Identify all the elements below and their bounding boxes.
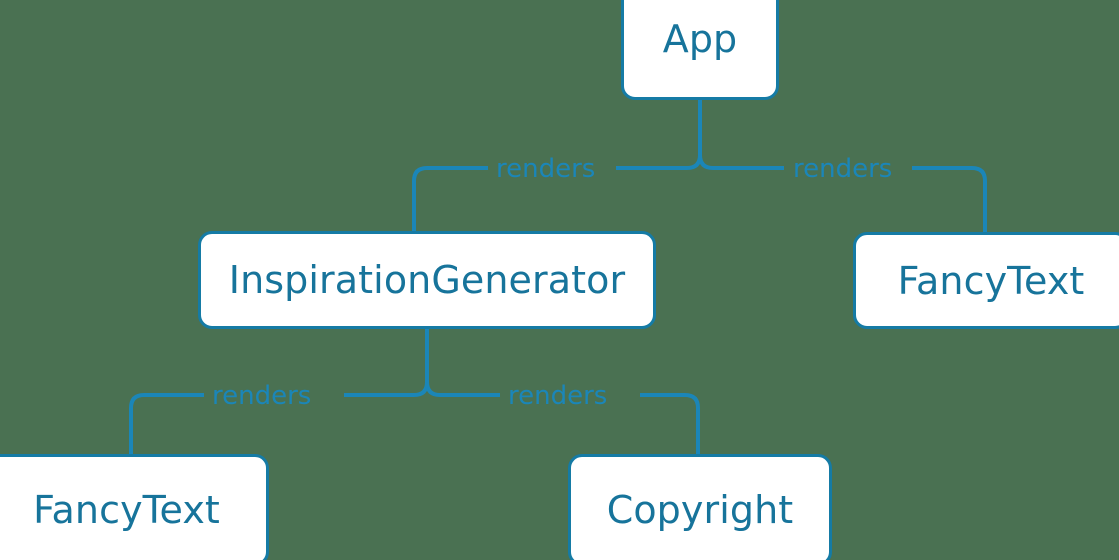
edge-label-inspirationgenerator-to-fancytext-left: renders [212, 381, 312, 411]
node-app-label: App [662, 17, 738, 61]
node-copyright-label: Copyright [606, 488, 794, 532]
node-inspirationgenerator[interactable]: InspirationGenerator [198, 231, 656, 329]
edge-label-app-to-inspirationgenerator: renders [496, 154, 596, 184]
node-fancytext-right-label: FancyText [897, 258, 1085, 303]
edge-label-inspirationgenerator-to-copyright: renders [508, 381, 608, 411]
edge-label-app-to-fancytext-right: renders [793, 154, 893, 184]
node-app[interactable]: App [621, 0, 779, 100]
node-fancytext-right[interactable]: FancyText [853, 232, 1119, 329]
node-fancytext-left-label: FancyText [33, 488, 220, 532]
node-fancytext-left[interactable]: FancyText [0, 454, 269, 560]
node-copyright[interactable]: Copyright [568, 454, 832, 560]
node-inspirationgenerator-label: InspirationGenerator [228, 258, 626, 302]
